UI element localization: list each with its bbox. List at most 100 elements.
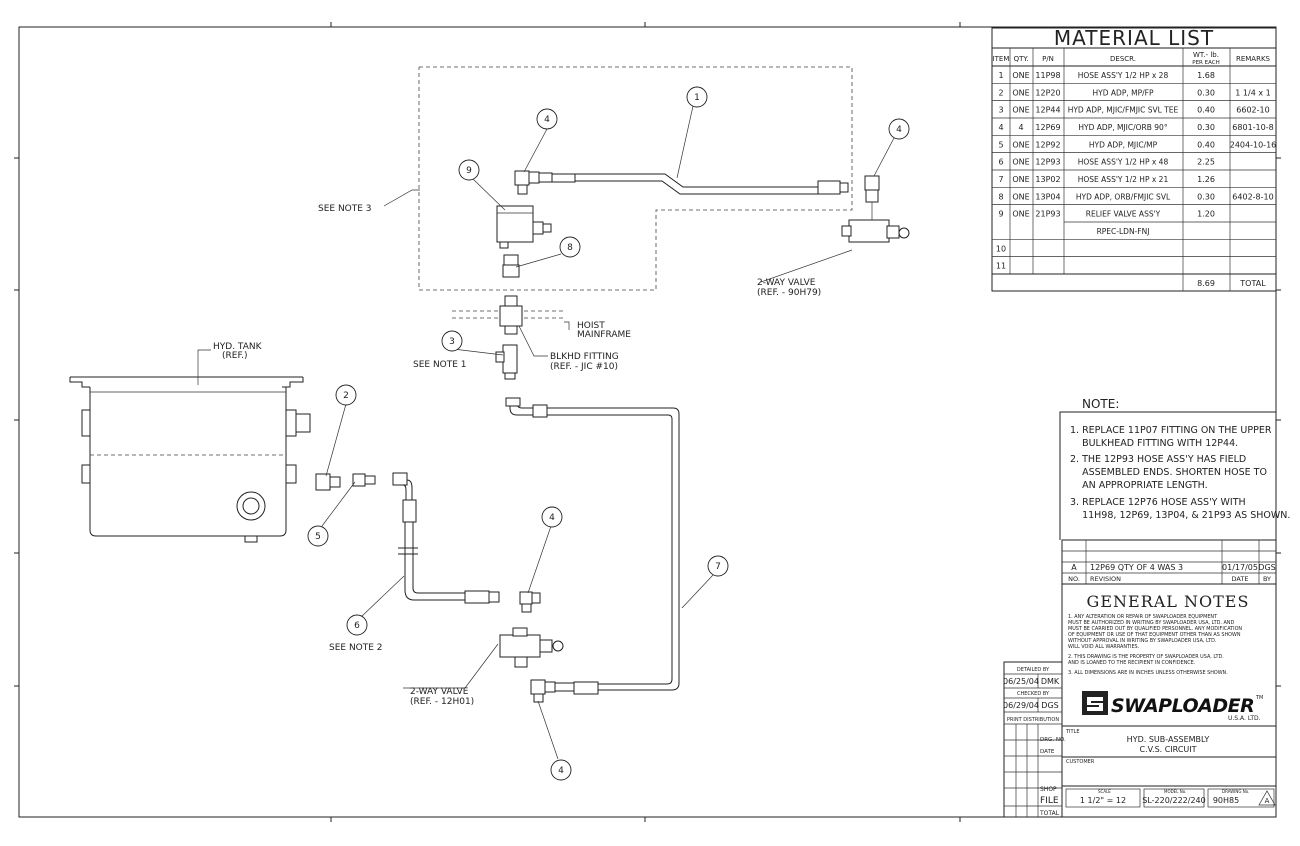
note-line: 1. REPLACE 11P07 FITTING ON THE UPPER — [1070, 425, 1272, 436]
drawing-label: DRAWING No. — [1222, 789, 1249, 794]
balloon-5: 5 — [315, 532, 321, 542]
ml-cell-qty: ONE — [1012, 71, 1029, 80]
date-label: DATE — [1040, 749, 1055, 755]
blkhd-ref: (REF. - JIC #10) — [550, 362, 618, 372]
scale-value: 1 1/2" = 12 — [1080, 796, 1126, 805]
balloon-9: 9 — [466, 166, 472, 176]
col-pn: P/N — [1042, 55, 1054, 63]
balloon-7: 7 — [715, 562, 721, 572]
see-note-2: SEE NOTE 2 — [329, 643, 383, 653]
ml-cell-wt: 0.40 — [1197, 140, 1215, 149]
relief-valve-9 — [496, 205, 552, 249]
fittings-2-5 — [315, 472, 408, 491]
checked-date: 06/29/04 — [1003, 701, 1039, 710]
general-note-line: 2. THIS DRAWING IS THE PROPERTY OF SWAPL… — [1068, 654, 1224, 660]
general-note-line: WITHOUT APPROVAL IN WRITING BY SWAPLOADE… — [1068, 638, 1217, 644]
valve-top-ref: (REF. - 90H79) — [757, 288, 821, 298]
checked-by-label: CHECKED BY — [1017, 691, 1050, 697]
col-wt: WT.- lb. — [1193, 51, 1219, 59]
swaploader-logo: SWAPLOADER TM U.S.A. LTD. — [1082, 691, 1263, 722]
col-remarks: REMARKS — [1236, 55, 1271, 63]
hose-7 — [505, 397, 680, 695]
ml-cell-qty: ONE — [1012, 158, 1029, 167]
note-line: BULKHEAD FITTING WITH 12P44. — [1070, 438, 1238, 449]
balloon-6: 6 — [354, 621, 360, 631]
ml-cell-wt: 2.25 — [1197, 158, 1215, 167]
ml-cell-item: 6 — [998, 158, 1003, 167]
ml-cell-item: 7 — [998, 175, 1003, 184]
ml-cell-qty: ONE — [1012, 210, 1029, 219]
ml-cell-desc: HYD ADP, MJIC/ORB 90° — [1078, 123, 1167, 132]
ml-cell-remarks: 6402-8-10 — [1232, 192, 1273, 201]
hyd-tank-label: HYD. TANK — [213, 342, 263, 352]
title-rev: A — [1265, 797, 1270, 805]
note-line: 11H98, 12P69, 13P04, & 21P93 AS SHOWN. — [1070, 510, 1290, 521]
ml-cell-item: 3 — [998, 106, 1003, 115]
ml-cell-item: 9 — [998, 210, 1003, 219]
hydraulic-diagram: 1 4 9 8 4 3 2 5 6 4 7 4 SEE NOTE 3 SEE N… — [69, 66, 910, 781]
ml-cell-item: 10 — [996, 244, 1006, 253]
general-note-line: 3. ALL DIMENSIONS ARE IN INCHES UNLESS O… — [1068, 670, 1228, 676]
balloons: 1 4 9 8 4 3 2 5 6 4 7 4 — [307, 86, 910, 781]
customer-label: CUSTOMER — [1066, 759, 1095, 765]
ml-cell-item: 4 — [998, 123, 1003, 132]
ml-cell-item: 8 — [998, 192, 1003, 201]
rev-col-no: NO. — [1068, 575, 1080, 583]
ml-cell-pn: 12P69 — [1035, 123, 1060, 132]
hose-6 — [398, 479, 500, 604]
general-notes-title: GENERAL NOTES — [1087, 592, 1250, 611]
ml-cell-qty: ONE — [1012, 140, 1029, 149]
ml-cell-item: 11 — [996, 262, 1006, 271]
balloon-2: 2 — [343, 391, 349, 401]
hose-1 — [551, 173, 849, 195]
total-title-label: TOTAL — [1039, 810, 1060, 817]
ml-cell-wt: 1.20 — [1197, 210, 1215, 219]
elbow-fitting-4c — [530, 679, 575, 703]
balloon-4a: 4 — [544, 115, 550, 125]
leader-lines — [197, 105, 895, 760]
print-distribution: PRINT DISTRIBUTION — [1007, 717, 1059, 723]
ml-cell-desc: HOSE ASS'Y 1/2 HP x 21 — [1078, 175, 1169, 184]
rev-letter: A — [1071, 563, 1077, 572]
note-line: 3. REPLACE 12P76 HOSE ASS'Y WITH — [1070, 497, 1246, 508]
general-note-line: OF EQUIPMENT OR USE OF THAT EQUIPMENT OT… — [1068, 632, 1241, 638]
ml-cell-remarks: 6602-10 — [1236, 106, 1269, 115]
ml-cell-wt: 0.30 — [1197, 123, 1215, 132]
ml-cell-wt: 0.30 — [1197, 192, 1215, 201]
border-ticks — [14, 22, 1281, 822]
logo-text: SWAPLOADER — [1111, 695, 1254, 717]
ml-cell-pn: 12P93 — [1035, 158, 1060, 167]
model-label: MODEL No. — [1164, 789, 1186, 794]
hoist-boundary — [418, 66, 853, 291]
ml-cell-desc: HOSE ASS'Y 1/2 HP x 48 — [1078, 158, 1169, 167]
title-label: TITLE — [1065, 729, 1080, 735]
ml-cell-item: 5 — [998, 140, 1003, 149]
notes-title: NOTE: — [1082, 397, 1119, 411]
tee-fitting-3 — [495, 344, 518, 380]
ml-cell-pn: 21P93 — [1035, 210, 1060, 219]
notes-block: NOTE: 1. REPLACE 11P07 FITTING ON THE UP… — [1059, 397, 1290, 540]
ml-cell-remarks: 1 1/4 x 1 — [1235, 88, 1270, 97]
title-line-1: HYD. SUB-ASSEMBLY — [1127, 735, 1210, 744]
ml-cell-desc: RELIEF VALVE ASS'Y — [1086, 210, 1161, 219]
two-way-valve-bottom — [499, 627, 564, 668]
note-line: 2. THE 12P93 HOSE ASS'Y HAS FIELD — [1070, 454, 1246, 465]
balloon-4b: 4 — [896, 125, 902, 135]
title-block: DETAILED BY 06/25/04 DMK CHECKED BY 06/2… — [1003, 583, 1277, 818]
file-label: FILE — [1040, 796, 1059, 806]
ml-cell-remarks: 6801-10-8 — [1232, 123, 1273, 132]
detailed-date: 06/25/04 — [1003, 677, 1039, 686]
general-note-line: MUST BE AUTHORIZED IN WRITING BY SWAPLOA… — [1068, 620, 1234, 626]
rev-col-date: DATE — [1232, 575, 1249, 583]
ml-cell-qty: ONE — [1012, 106, 1029, 115]
ml-cell-item: 2 — [998, 88, 1003, 97]
rev-triangle-icon — [1258, 790, 1276, 806]
ml-cell-wt: 1.68 — [1197, 71, 1215, 80]
blkhd-label: BLKHD FITTING — [550, 352, 619, 362]
note-line: AN APPROPRIATE LENGTH. — [1070, 480, 1208, 491]
see-note-3: SEE NOTE 3 — [318, 204, 372, 214]
revision-block: A 12P69 QTY OF 4 WAS 3 01/17/05 DGS NO. … — [1061, 539, 1277, 585]
title-line-2: C.V.S. CIRCUIT — [1139, 745, 1196, 754]
bulkhead-fitting — [452, 295, 565, 335]
hyd-tank-ref: (REF.) — [222, 351, 248, 361]
